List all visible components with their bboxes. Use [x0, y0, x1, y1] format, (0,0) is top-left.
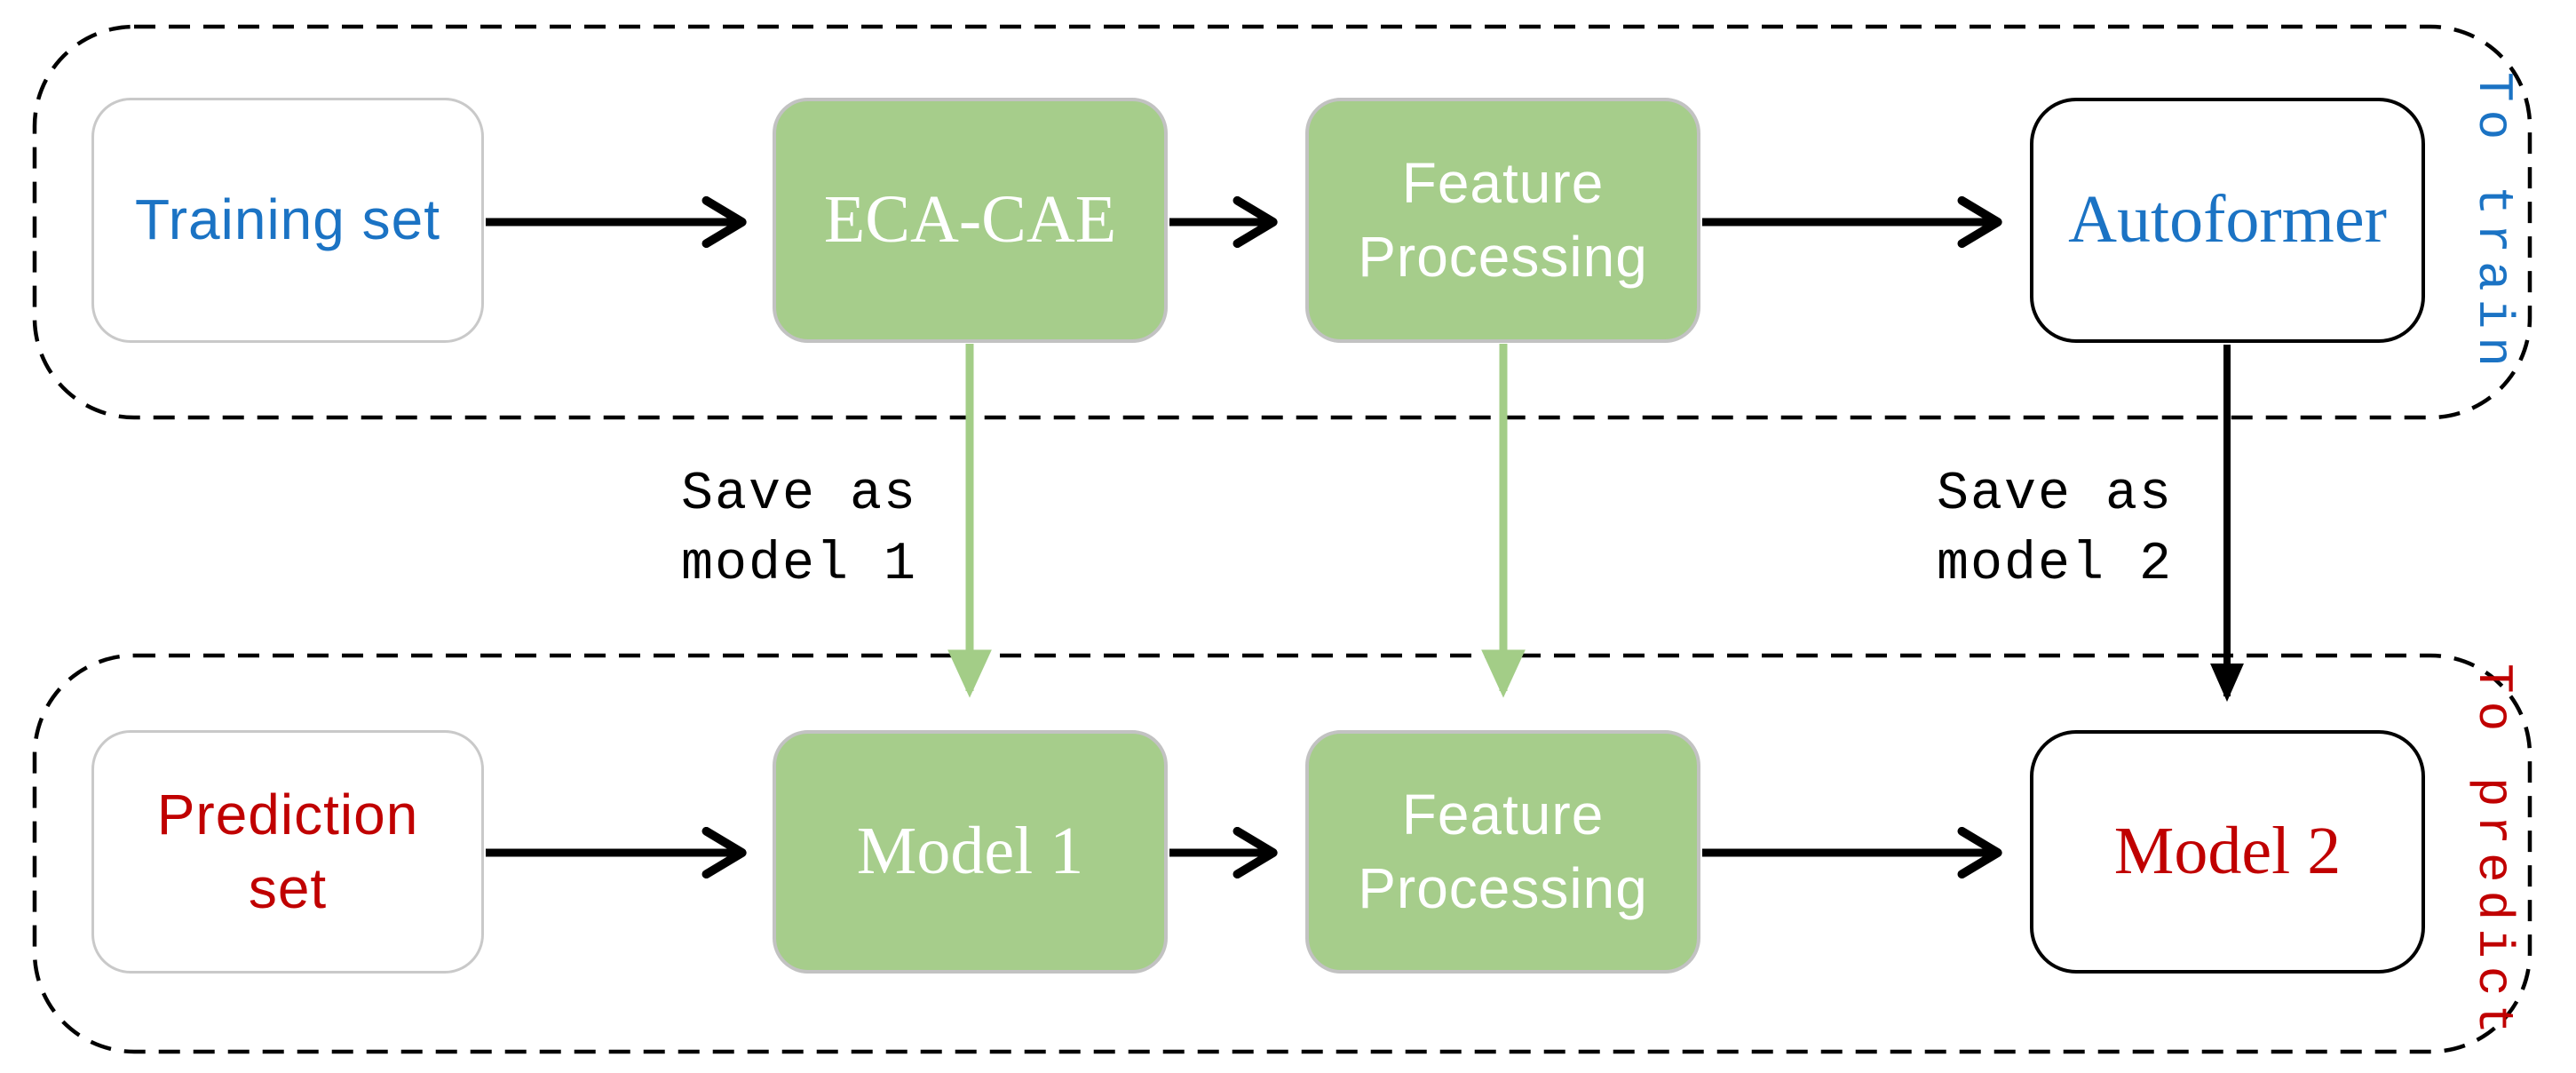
- node-prediction-set: Prediction set: [91, 730, 484, 974]
- node-model-2: Model 2: [2030, 730, 2425, 974]
- train-section-side-label: To train: [2465, 71, 2522, 375]
- node-autoformer: Autoformer: [2030, 98, 2425, 343]
- node-model-1: Model 1: [773, 730, 1168, 974]
- node-model-1-label: Model 1: [856, 814, 1084, 889]
- predict-section-side-label: To predict: [2465, 663, 2522, 1043]
- node-feature-processing-predict-label: Feature Processing: [1358, 782, 1648, 920]
- save-as-model-2-note: Save as model 2: [1936, 465, 2174, 596]
- node-feature-processing-train: Feature Processing: [1305, 98, 1700, 343]
- node-eca-cae-label: ECA-CAE: [823, 182, 1117, 258]
- node-feature-processing-train-label: Feature Processing: [1358, 150, 1648, 289]
- node-eca-cae: ECA-CAE: [773, 98, 1168, 343]
- node-prediction-set-label: Prediction set: [156, 782, 419, 920]
- node-training-set: Training set: [91, 98, 484, 343]
- node-training-set-label: Training set: [135, 187, 440, 252]
- predict-group-border: [32, 653, 2532, 1054]
- node-autoformer-label: Autoformer: [2068, 182, 2387, 258]
- node-model-2-label: Model 2: [2113, 814, 2342, 889]
- save-as-model-1-note: Save as model 1: [680, 465, 918, 596]
- node-feature-processing-predict: Feature Processing: [1305, 730, 1700, 974]
- train-group-border: [32, 24, 2532, 420]
